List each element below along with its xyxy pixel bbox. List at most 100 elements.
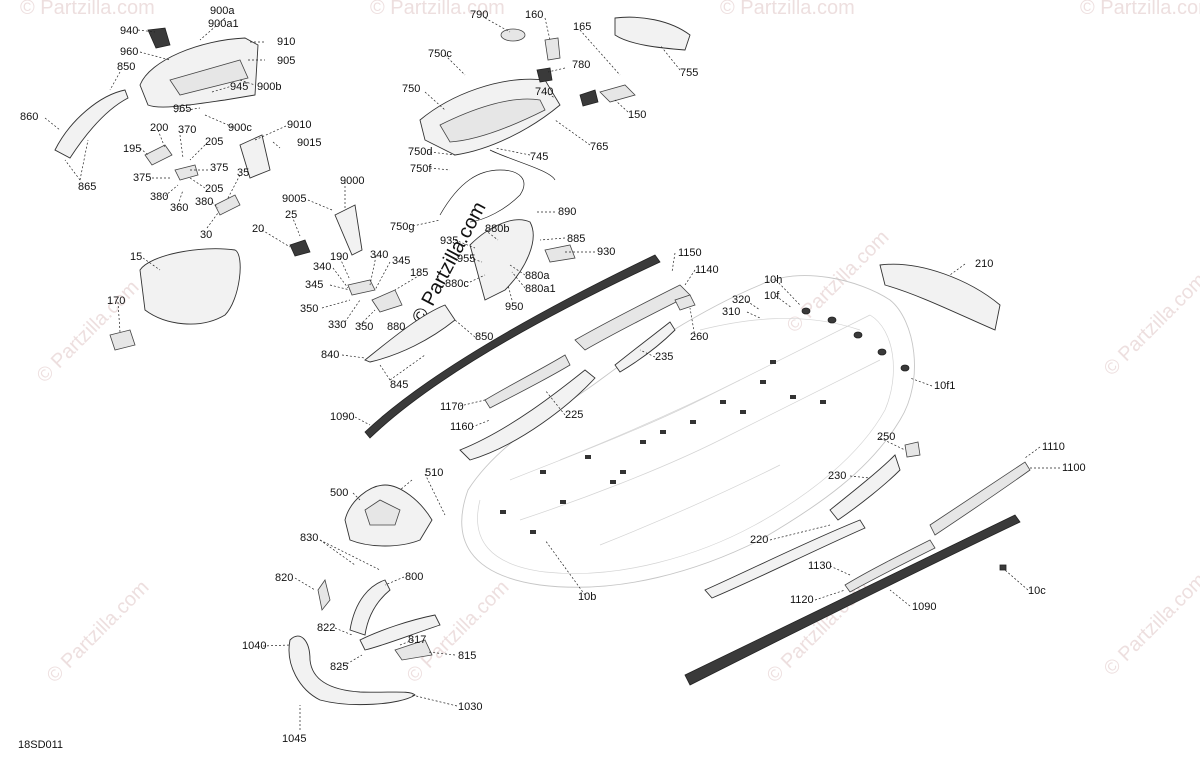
- callout-745[interactable]: 745: [530, 151, 548, 163]
- callout-960[interactable]: 960: [120, 46, 138, 58]
- callout-500[interactable]: 500: [330, 487, 348, 499]
- callout-935[interactable]: 935: [440, 235, 458, 247]
- callout-30[interactable]: 30: [200, 229, 212, 241]
- callout-880a[interactable]: 880a: [525, 270, 550, 282]
- callout-160[interactable]: 160: [525, 9, 543, 21]
- callout-830[interactable]: 830: [300, 532, 318, 544]
- callout-750c[interactable]: 750c: [428, 48, 452, 60]
- callout-880c[interactable]: 880c: [445, 278, 469, 290]
- callout-845[interactable]: 845: [390, 379, 408, 391]
- callout-195[interactable]: 195: [123, 143, 141, 155]
- callout-10h[interactable]: 10h: [764, 274, 782, 286]
- callout-10f[interactable]: 10f: [764, 290, 780, 302]
- callout-740[interactable]: 740: [535, 86, 553, 98]
- callout-360[interactable]: 360: [170, 202, 188, 214]
- callout-1160[interactable]: 1160: [450, 421, 474, 433]
- callout-890[interactable]: 890: [558, 206, 576, 218]
- callout-820[interactable]: 820: [275, 572, 293, 584]
- callout-225[interactable]: 225: [565, 409, 583, 421]
- callout-10b[interactable]: 10b: [578, 591, 596, 603]
- callout-850[interactable]: 850: [475, 331, 493, 343]
- callout-1120[interactable]: 1120: [790, 594, 814, 606]
- callout-310[interactable]: 310: [722, 306, 740, 318]
- callout-375[interactable]: 375: [133, 172, 151, 184]
- callout-900b[interactable]: 900b: [257, 81, 281, 93]
- callout-825[interactable]: 825: [330, 661, 348, 673]
- callout-375[interactable]: 375: [210, 162, 228, 174]
- callout-817[interactable]: 817: [408, 634, 426, 646]
- callout-1150[interactable]: 1150: [678, 247, 702, 259]
- callout-1170[interactable]: 1170: [440, 401, 464, 413]
- callout-1040[interactable]: 1040: [242, 640, 266, 652]
- callout-945[interactable]: 945: [230, 81, 248, 93]
- callout-750[interactable]: 750: [402, 83, 420, 95]
- callout-885[interactable]: 885: [567, 233, 585, 245]
- callout-790[interactable]: 790: [470, 9, 488, 21]
- callout-345[interactable]: 345: [305, 279, 323, 291]
- callout-750g[interactable]: 750g: [390, 221, 414, 233]
- callout-510[interactable]: 510: [425, 467, 443, 479]
- callout-900a[interactable]: 900a: [210, 5, 235, 17]
- callout-235[interactable]: 235: [655, 351, 673, 363]
- callout-880[interactable]: 880: [387, 321, 405, 333]
- callout-20[interactable]: 20: [252, 223, 264, 235]
- callout-350[interactable]: 350: [355, 321, 373, 333]
- callout-15[interactable]: 15: [130, 251, 142, 263]
- callout-1090[interactable]: 1090: [330, 411, 354, 423]
- callout-220[interactable]: 220: [750, 534, 768, 546]
- callout-9015[interactable]: 9015: [297, 137, 321, 149]
- callout-9000[interactable]: 9000: [340, 175, 364, 187]
- callout-1100[interactable]: 1100: [1062, 462, 1086, 474]
- callout-165[interactable]: 165: [573, 21, 591, 33]
- callout-320[interactable]: 320: [732, 294, 750, 306]
- callout-765[interactable]: 765: [590, 141, 608, 153]
- callout-1030[interactable]: 1030: [458, 701, 482, 713]
- callout-380[interactable]: 380: [150, 191, 168, 203]
- callout-370[interactable]: 370: [178, 124, 196, 136]
- callout-900c[interactable]: 900c: [228, 122, 252, 134]
- callout-955[interactable]: 955: [457, 253, 475, 265]
- callout-9005[interactable]: 9005: [282, 193, 306, 205]
- callout-860[interactable]: 860: [20, 111, 38, 123]
- callout-205[interactable]: 205: [205, 183, 223, 195]
- callout-330[interactable]: 330: [328, 319, 346, 331]
- callout-800[interactable]: 800: [405, 571, 423, 583]
- callout-930[interactable]: 930: [597, 246, 615, 258]
- callout-25[interactable]: 25: [285, 209, 297, 221]
- callout-905[interactable]: 905: [277, 55, 295, 67]
- callout-900a1[interactable]: 900a1: [208, 18, 239, 30]
- callout-815[interactable]: 815: [458, 650, 476, 662]
- callout-910[interactable]: 910: [277, 36, 295, 48]
- callout-1130[interactable]: 1130: [808, 560, 832, 572]
- callout-880b[interactable]: 880b: [485, 223, 509, 235]
- callout-750f[interactable]: 750f: [410, 163, 432, 175]
- callout-340[interactable]: 340: [313, 261, 331, 273]
- callout-1090[interactable]: 1090: [912, 601, 936, 613]
- callout-150[interactable]: 150: [628, 109, 646, 121]
- callout-1140[interactable]: 1140: [695, 264, 719, 276]
- callout-205[interactable]: 205: [205, 136, 223, 148]
- callout-880a1[interactable]: 880a1: [525, 283, 556, 295]
- callout-185[interactable]: 185: [410, 267, 428, 279]
- callout-230[interactable]: 230: [828, 470, 846, 482]
- callout-755[interactable]: 755: [680, 67, 698, 79]
- callout-9010[interactable]: 9010: [287, 119, 311, 131]
- callout-345[interactable]: 345: [392, 255, 410, 267]
- callout-1045[interactable]: 1045: [282, 733, 306, 745]
- callout-210[interactable]: 210: [975, 258, 993, 270]
- callout-260[interactable]: 260: [690, 331, 708, 343]
- callout-10c[interactable]: 10c: [1028, 585, 1046, 597]
- callout-35[interactable]: 35: [237, 167, 249, 179]
- callout-340[interactable]: 340: [370, 249, 388, 261]
- callout-170[interactable]: 170: [107, 295, 125, 307]
- callout-822[interactable]: 822: [317, 622, 335, 634]
- callout-840[interactable]: 840: [321, 349, 339, 361]
- callout-250[interactable]: 250: [877, 431, 895, 443]
- callout-940[interactable]: 940: [120, 25, 138, 37]
- callout-350[interactable]: 350: [300, 303, 318, 315]
- callout-780[interactable]: 780: [572, 59, 590, 71]
- callout-200[interactable]: 200: [150, 122, 168, 134]
- callout-965[interactable]: 965: [173, 103, 191, 115]
- callout-1110[interactable]: 1110: [1042, 441, 1065, 453]
- callout-850[interactable]: 850: [117, 61, 135, 73]
